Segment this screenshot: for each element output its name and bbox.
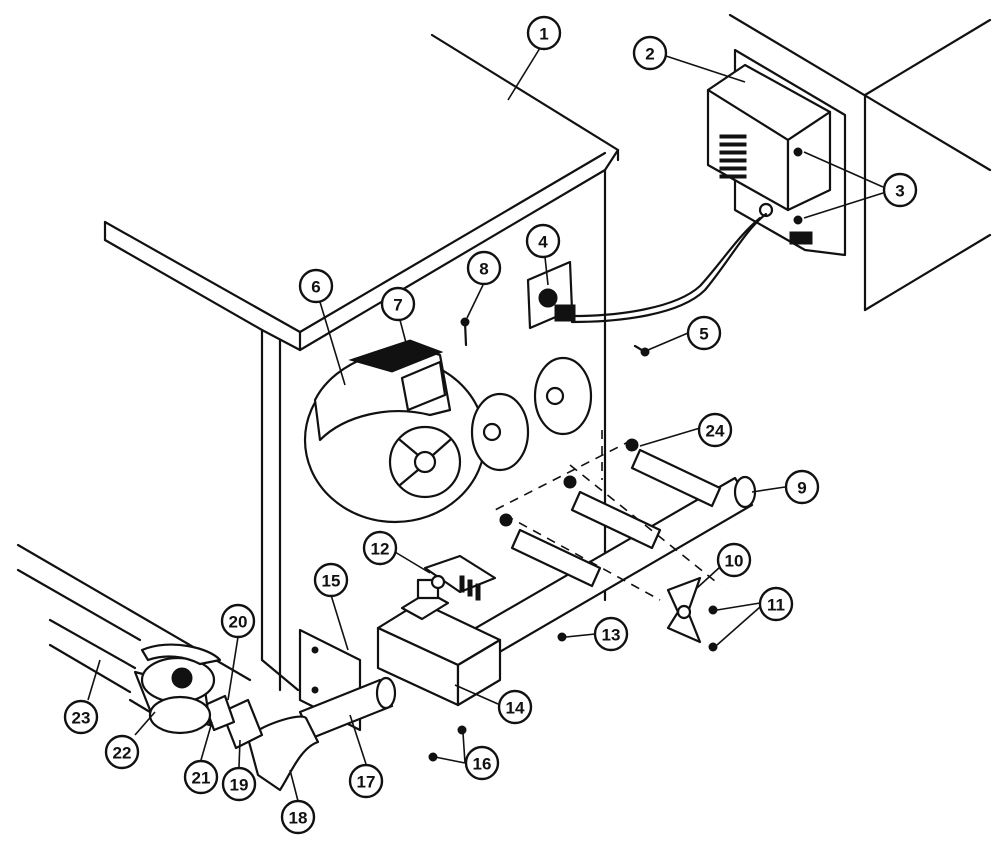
svg-text:8: 8 <box>479 260 488 279</box>
gas-valve-part-14 <box>376 554 567 707</box>
callout-1: 1 <box>526 15 562 51</box>
callout-11: 11 <box>758 586 794 622</box>
svg-text:13: 13 <box>602 626 621 645</box>
callout-10: 10 <box>716 542 752 578</box>
screw-part-8 <box>460 317 470 347</box>
callout-18: 18 <box>280 799 316 835</box>
svg-text:11: 11 <box>767 596 785 615</box>
cable <box>570 212 768 324</box>
callout-19: 19 <box>221 766 257 802</box>
svg-text:17: 17 <box>357 773 376 792</box>
cabinet-part-1 <box>103 33 620 692</box>
callout-5: 5 <box>686 315 722 351</box>
svg-text:20: 20 <box>229 613 248 632</box>
svg-text:4: 4 <box>538 233 548 252</box>
svg-text:14: 14 <box>506 699 525 718</box>
svg-text:24: 24 <box>706 422 725 441</box>
callout-7: 7 <box>380 286 416 322</box>
svg-text:21: 21 <box>192 769 211 788</box>
callout-15: 15 <box>313 562 349 598</box>
svg-text:19: 19 <box>230 776 249 795</box>
svg-text:2: 2 <box>645 45 654 64</box>
svg-text:1: 1 <box>539 25 548 44</box>
callout-3: 3 <box>882 172 918 208</box>
svg-text:10: 10 <box>725 552 744 571</box>
callout-16: 16 <box>464 745 500 781</box>
callout-13: 13 <box>593 616 629 652</box>
base-rails <box>16 543 252 717</box>
callout-17: 17 <box>348 763 384 799</box>
leader-lines <box>87 47 884 802</box>
callout-4: 4 <box>525 223 561 259</box>
control-box-part-2 <box>706 13 992 312</box>
cable-inner <box>570 216 762 318</box>
svg-text:9: 9 <box>797 479 806 498</box>
svg-text:22: 22 <box>113 744 132 763</box>
svg-text:15: 15 <box>322 572 341 591</box>
callout-2: 2 <box>632 35 668 71</box>
callout-6: 6 <box>298 268 334 304</box>
callout-14: 14 <box>497 689 533 725</box>
blower-part-6 <box>303 339 487 524</box>
svg-text:23: 23 <box>72 709 91 728</box>
shutoff-valve-part-22 <box>133 643 222 735</box>
svg-text:18: 18 <box>289 809 308 828</box>
gas-piping <box>203 676 397 792</box>
plug-part-4 <box>526 260 650 357</box>
callout-22: 22 <box>104 734 140 770</box>
svg-text:12: 12 <box>371 540 390 559</box>
svg-text:6: 6 <box>311 278 320 297</box>
svg-text:5: 5 <box>699 325 708 344</box>
callout-12: 12 <box>362 530 398 566</box>
bracket-part-10 <box>666 576 718 652</box>
fan-openings <box>470 356 593 472</box>
callout-8: 8 <box>466 250 502 286</box>
callout-21: 21 <box>183 759 219 795</box>
callout-9: 9 <box>784 469 820 505</box>
svg-text:7: 7 <box>393 296 402 315</box>
svg-text:16: 16 <box>473 755 492 774</box>
svg-text:3: 3 <box>895 182 904 201</box>
callout-23: 23 <box>63 699 99 735</box>
callout-20: 20 <box>220 603 256 639</box>
callout-24: 24 <box>697 412 733 448</box>
